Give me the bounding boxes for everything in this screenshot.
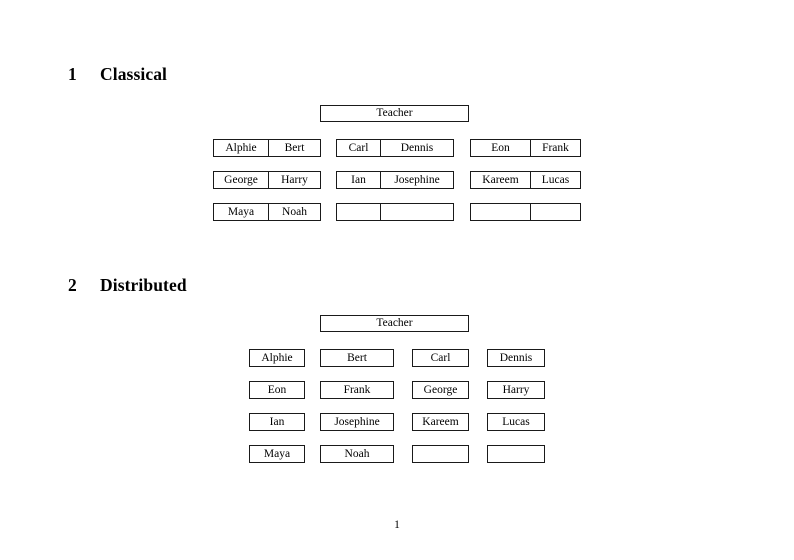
table-cell: George [224,174,258,186]
section-heading-classical: 1 Classical [68,64,167,85]
table-cell-empty [530,204,580,220]
table-cell: Lucas [530,172,580,188]
table-row: Eon Frank George Harry [0,381,794,413]
classical-group-2-row-1: Kareem Lucas [470,171,581,189]
table-row: Maya Noah [0,445,794,477]
table-cell: Harry [268,172,320,188]
classical-group-0-row-2: Maya Noah [213,203,321,221]
table-cell: Carl [412,349,469,367]
table-cell: Josephine [380,172,453,188]
classical-group-0-row-0: Alphie Bert [213,139,321,157]
table-cell-empty [471,204,530,220]
table-cell: Maya [249,445,305,463]
table-cell: Frank [320,381,394,399]
classical-teacher-row: Teacher [0,105,794,124]
table-cell: Kareem [482,174,519,186]
table-cell: Carl [348,142,369,154]
distributed-diagram: Teacher Alphie Bert Carl Dennis Eon Fran… [0,315,794,477]
table-cell: Ian [351,174,366,186]
classical-group-1-row-2 [336,203,454,221]
table-cell: Eon [249,381,305,399]
table-cell: Noah [320,445,394,463]
section-number: 2 [68,275,77,295]
table-cell: Bert [268,140,320,156]
table-cell: Bert [320,349,394,367]
table-row: Alphie Bert Carl Dennis Eon Frank [0,139,794,171]
table-cell: Lucas [487,413,545,431]
classical-group-2-row-2 [470,203,581,221]
table-cell: Alphie [225,142,257,154]
classical-group-0-row-1: George Harry [213,171,321,189]
table-row: George Harry Ian Josephine Kareem Lucas [0,171,794,203]
classical-student-rows: Alphie Bert Carl Dennis Eon Frank George… [0,139,794,235]
table-cell: Dennis [487,349,545,367]
table-cell-empty [380,204,453,220]
classical-group-1-row-1: Ian Josephine [336,171,454,189]
classical-group-2-row-0: Eon Frank [470,139,581,157]
table-cell-empty [412,445,469,463]
table-cell: Harry [487,381,545,399]
table-cell-empty [337,204,380,220]
table-cell-empty [487,445,545,463]
classical-diagram: Teacher Alphie Bert Carl Dennis Eon Fran… [0,105,794,235]
table-cell: Alphie [249,349,305,367]
section-title: Distributed [100,275,187,295]
table-cell: George [412,381,469,399]
table-row: Maya Noah [0,203,794,235]
distributed-teacher-row: Teacher [0,315,794,334]
table-cell: Frank [530,140,580,156]
table-cell: Kareem [412,413,469,431]
table-row: Alphie Bert Carl Dennis [0,349,794,381]
table-cell: Ian [249,413,305,431]
distributed-student-rows: Alphie Bert Carl Dennis Eon Frank George… [0,349,794,477]
table-cell: Josephine [320,413,394,431]
table-cell: Maya [227,206,255,218]
distributed-teacher-box: Teacher [320,315,469,332]
table-cell: Dennis [380,140,453,156]
page-number: 1 [394,519,400,531]
table-cell: Eon [491,142,510,154]
section-number: 1 [68,64,77,84]
table-row: Ian Josephine Kareem Lucas [0,413,794,445]
table-cell: Noah [268,204,320,220]
classical-group-1-row-0: Carl Dennis [336,139,454,157]
section-title: Classical [100,64,168,84]
classical-teacher-box: Teacher [320,105,469,122]
section-heading-distributed: 2 Distributed [68,275,187,296]
